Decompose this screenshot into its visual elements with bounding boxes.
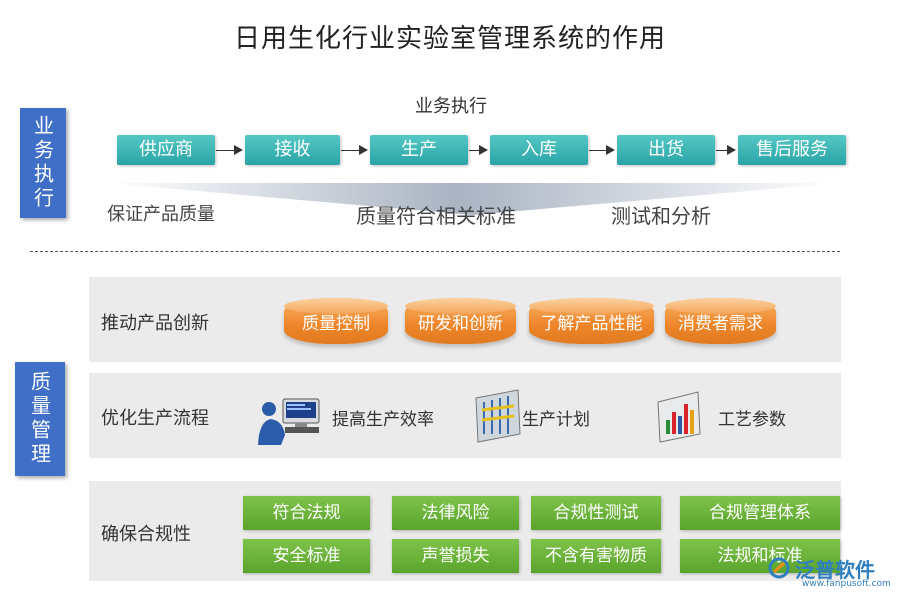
- brand-logo-text: 泛普软件: [795, 558, 875, 582]
- flow-arrow: [716, 145, 736, 155]
- page-title: 日用生化行业实验室管理系统的作用: [233, 24, 666, 54]
- flow-arrow: [469, 145, 488, 155]
- bar-chart-icon: [657, 391, 701, 443]
- step-after-sales: 售后服务: [738, 135, 846, 165]
- plan-chart-icon: [475, 389, 521, 443]
- step-supplier: 供应商: [117, 135, 215, 165]
- cylinder-quality-control: 质量控制: [284, 298, 388, 344]
- step-shipping: 出货: [617, 135, 715, 165]
- box-no-harmful-substances: 不含有害物质: [531, 539, 661, 573]
- item-production-plan: 生产计划: [522, 410, 590, 430]
- flow-arrow: [341, 145, 368, 155]
- panel-label: 推动产品创新: [101, 313, 209, 334]
- box-regulations-standards: 法规和标准: [680, 539, 840, 573]
- brand-logo-icon: [768, 557, 790, 579]
- flow-title: 业务执行: [415, 96, 487, 117]
- section-divider: [30, 251, 840, 252]
- flow-arrow: [589, 145, 615, 155]
- funnel-label-quality: 保证产品质量: [107, 204, 215, 225]
- panel-label: 确保合规性: [101, 524, 191, 545]
- box-comply-regulations: 符合法规: [243, 496, 370, 530]
- item-efficiency: 提高生产效率: [332, 410, 434, 430]
- step-receive: 接收: [245, 135, 340, 165]
- computer-user-icon: [258, 398, 320, 445]
- cylinder-consumer-demand: 消费者需求: [665, 298, 776, 344]
- cylinder-product-performance: 了解产品性能: [529, 298, 654, 344]
- funnel-label-testing: 测试和分析: [611, 204, 711, 228]
- panel-optimize: 优化生产流程: [89, 373, 841, 458]
- funnel-label-standards: 质量符合相关标准: [356, 204, 516, 228]
- panel-label: 优化生产流程: [101, 408, 209, 429]
- box-reputation-loss: 声誉损失: [392, 539, 519, 573]
- flow-arrow: [216, 145, 243, 155]
- quality-management-tag: 质量管理: [15, 362, 65, 476]
- box-legal-risk: 法律风险: [392, 496, 519, 530]
- step-production: 生产: [370, 135, 468, 165]
- box-compliance-system: 合规管理体系: [680, 496, 840, 530]
- business-execution-tag: 业务执行: [20, 108, 66, 218]
- step-warehouse-in: 入库: [490, 135, 588, 165]
- box-compliance-testing: 合规性测试: [531, 496, 661, 530]
- cylinder-rnd: 研发和创新: [405, 298, 516, 344]
- brand-url: www.fanpusoft.com: [802, 579, 891, 589]
- box-safety-standards: 安全标准: [243, 539, 370, 573]
- item-process-params: 工艺参数: [718, 410, 786, 430]
